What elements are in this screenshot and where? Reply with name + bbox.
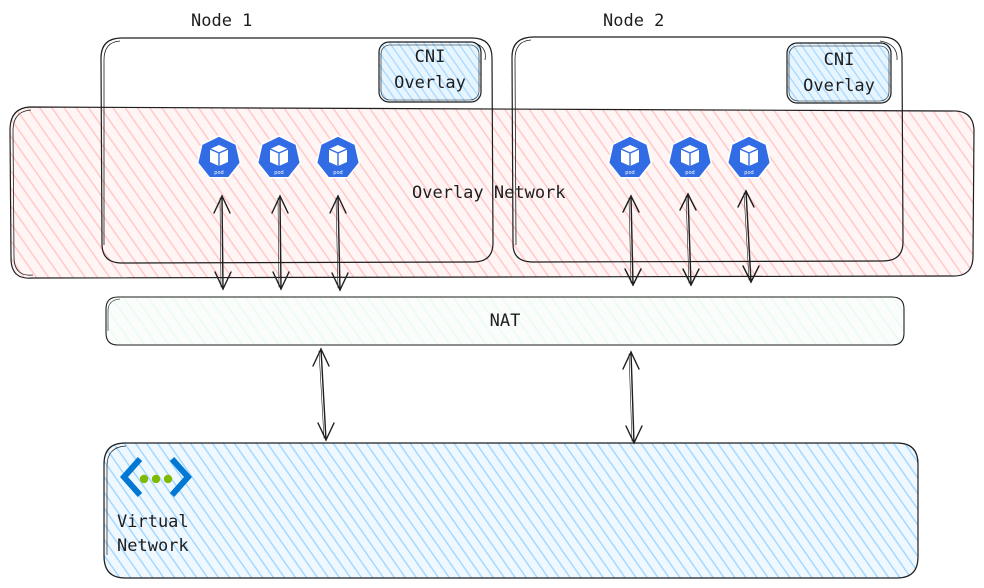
virtual-network-label-line1: Virtual: [117, 512, 189, 532]
arrow-pod6-nat: [737, 189, 760, 284]
cni-overlay-2-line1: CNI: [823, 50, 855, 70]
cni-overlay-1-line2: Overlay: [394, 73, 466, 93]
arrow-pod3-nat: [329, 194, 349, 292]
node-2-box: [511, 36, 904, 263]
arrow-pod4-nat: [622, 194, 642, 287]
arrow-pod5-nat: [679, 192, 700, 287]
arrow-nat-vnet-2: [622, 350, 643, 445]
cni-overlay-1-line1: CNI: [414, 47, 446, 67]
nat-band: [105, 296, 905, 346]
node-2-title: Node 2: [603, 11, 665, 31]
cni-overlay-2-line2: Overlay: [803, 76, 875, 96]
arrow-pod2-nat: [271, 194, 290, 291]
virtual-network-icon: [119, 457, 193, 497]
virtual-network-band: [103, 442, 919, 579]
cni-overlay-box-1: [378, 41, 482, 103]
virtual-network-label-line2: Network: [117, 536, 189, 556]
overlay-network-label: Overlay Network: [412, 183, 566, 203]
arrow-pod1-nat: [213, 194, 232, 291]
cni-overlay-box-2: [786, 42, 892, 104]
nat-label: NAT: [489, 311, 521, 331]
arrow-nat-vnet-1: [312, 347, 335, 442]
node-1-title: Node 1: [191, 11, 253, 31]
